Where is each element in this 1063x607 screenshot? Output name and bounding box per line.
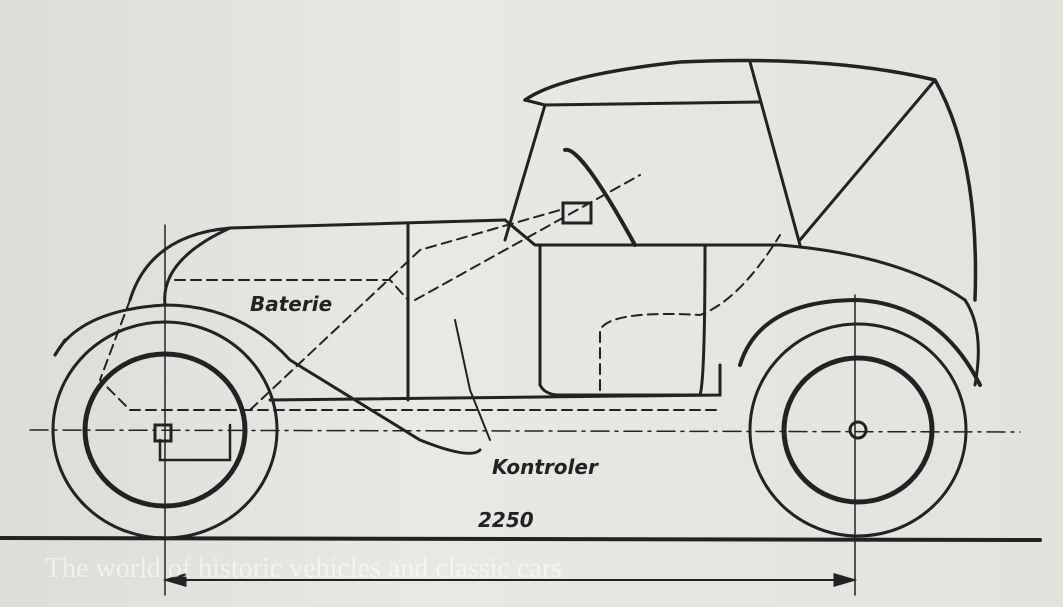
rear-rim <box>781 355 935 505</box>
control-linkage <box>249 209 561 411</box>
body-top <box>503 218 980 387</box>
body-sill <box>268 363 722 402</box>
top-front-edge <box>523 98 547 107</box>
front-rim <box>82 351 248 509</box>
front-motor <box>158 423 232 462</box>
wheelbase-label: 2250 <box>478 508 534 532</box>
door <box>538 243 707 397</box>
hood-front <box>163 226 232 307</box>
front-suspension <box>98 299 131 411</box>
rear-hub <box>848 420 868 440</box>
battery-label: Baterie <box>250 292 333 316</box>
control-lever <box>454 319 491 441</box>
battery-outline <box>174 279 409 301</box>
hood-top <box>128 218 507 302</box>
steering-wheel <box>563 147 637 247</box>
front-hub <box>153 423 173 443</box>
soft-top <box>523 58 978 302</box>
front-tire <box>51 320 279 540</box>
windshield <box>503 100 762 242</box>
top-strut <box>798 78 937 242</box>
fender-edge <box>53 338 67 357</box>
rear-tire <box>748 322 968 538</box>
steering-box <box>561 201 593 225</box>
front-fender <box>53 303 482 455</box>
arrow-right-icon <box>833 572 858 588</box>
seat-outline <box>599 234 781 391</box>
rear-fender <box>738 297 982 387</box>
controller-label: Kontroler <box>492 455 598 479</box>
arrow-left-icon <box>162 572 187 588</box>
watermark-tagline: The world of historic vehicles and class… <box>45 553 563 584</box>
axle-centerline <box>29 429 1021 433</box>
steering-column <box>414 174 641 301</box>
top-bow <box>748 60 802 247</box>
